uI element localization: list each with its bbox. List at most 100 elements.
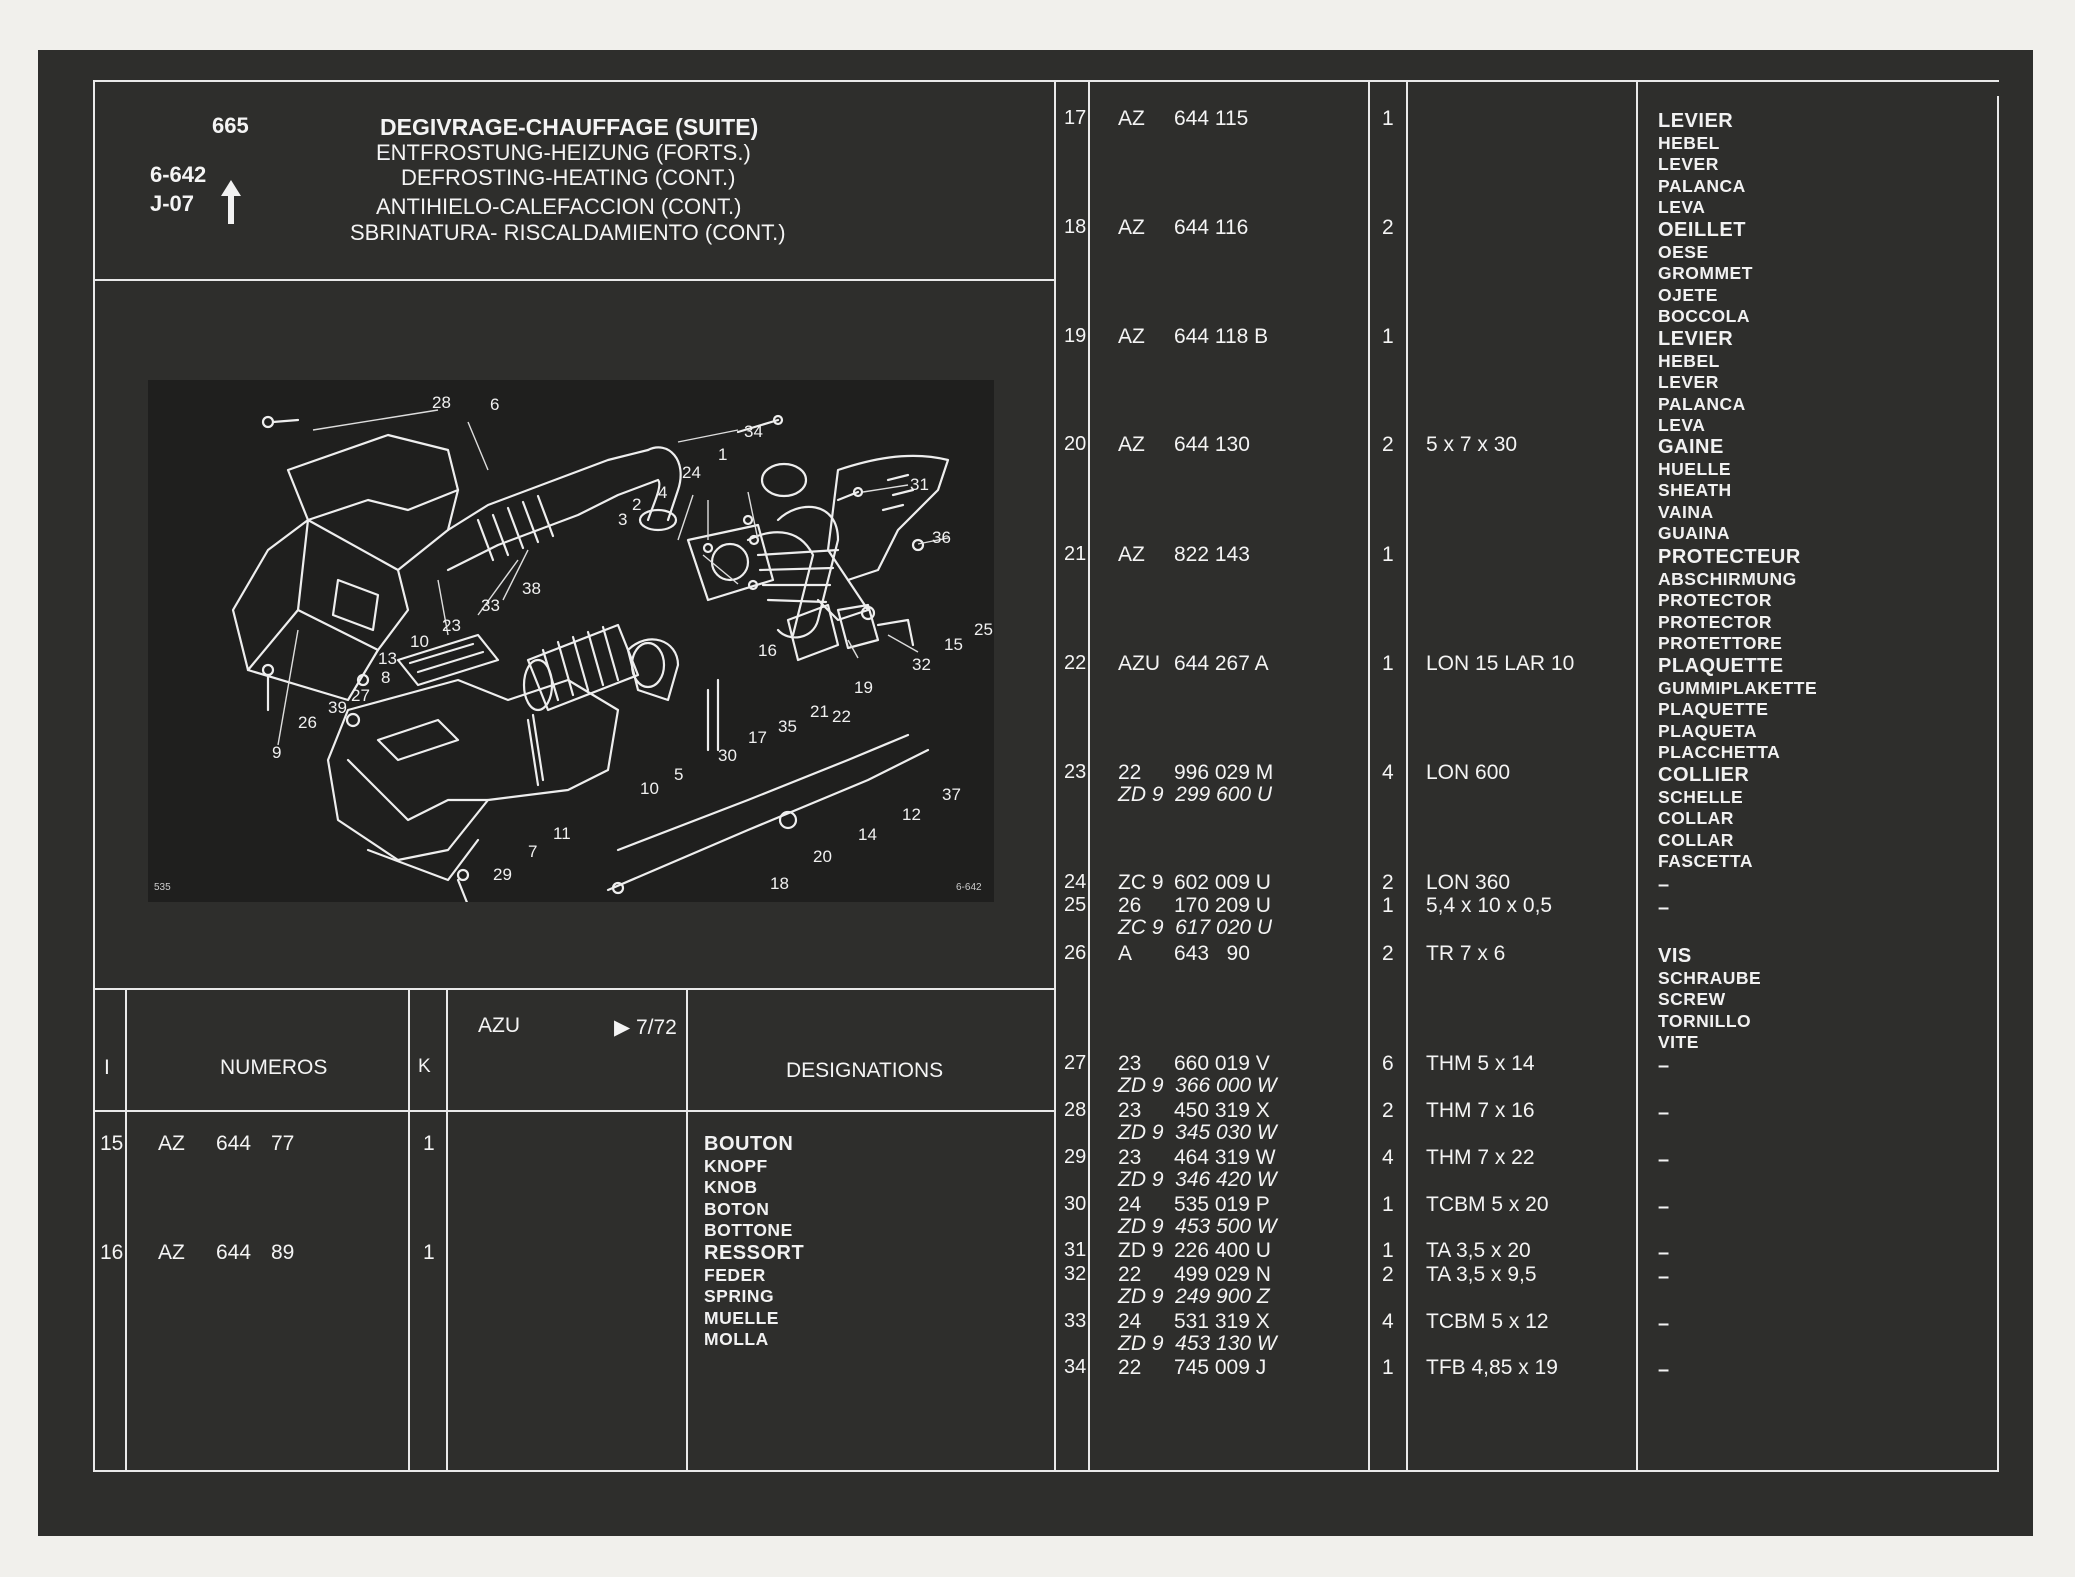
frame-bottom xyxy=(93,1470,1999,1472)
callout-37: 37 xyxy=(942,785,961,804)
designation-translation: BOTON xyxy=(704,1198,770,1219)
col-header-designations: DESIGNATIONS xyxy=(786,1059,944,1082)
designation-block: – xyxy=(1658,1313,1670,1336)
spec: LON 15 LAR 10 xyxy=(1426,652,1575,675)
designation-translation: PALANCA xyxy=(1658,393,1746,414)
part-prefix: 23 xyxy=(1118,1052,1142,1075)
designation-translation: HEBEL xyxy=(1658,350,1720,371)
part-prefix: AZ xyxy=(1118,543,1145,566)
part-prefix: AZU xyxy=(1118,652,1160,675)
callout-18: 18 xyxy=(770,874,789,893)
spec: LON 360 xyxy=(1426,871,1511,894)
designation-translation: OJETE xyxy=(1658,284,1718,305)
quantity: 4 xyxy=(1382,1310,1394,1333)
parts-catalog-sheet: 665 6-642 J-07 DEGIVRAGE-CHAUFFAGE (SUIT… xyxy=(38,50,2033,1536)
callout-9: 9 xyxy=(272,743,281,762)
designation-fr: – xyxy=(1658,1242,1670,1264)
designation-fr: RESSORT xyxy=(704,1242,805,1264)
up-arrow-icon xyxy=(220,180,242,224)
designation-translation: MUELLE xyxy=(704,1307,779,1328)
designation-block: – xyxy=(1658,1055,1670,1078)
part-number: 660 019 V xyxy=(1174,1052,1270,1075)
ref-code-1: 6-642 xyxy=(150,162,207,187)
designation-translation: GUAINA xyxy=(1658,523,1731,543)
designation-translation: GROMMET xyxy=(1658,263,1753,283)
left-col-k xyxy=(446,988,448,1472)
part-prefix: AZ xyxy=(1118,433,1145,456)
callout-12: 12 xyxy=(902,805,921,824)
designation-block: – xyxy=(1658,1359,1670,1382)
designation-translation: TORNILLO xyxy=(1658,1010,1752,1031)
spec: 5,4 x 10 x 0,5 xyxy=(1426,894,1553,917)
designation-fr: COLLIER xyxy=(1658,764,1750,786)
designation-translation: PROTETTORE xyxy=(1658,633,1783,653)
designation-translation: SCREW xyxy=(1658,989,1726,1009)
spec: THM 5 x 14 xyxy=(1426,1052,1535,1075)
part-prefix: 22 xyxy=(1118,761,1142,784)
designation-translation: BOTTONE xyxy=(704,1220,793,1240)
item-number: 25 xyxy=(1064,894,1087,916)
callout-34: 34 xyxy=(744,422,763,441)
part-number: 745 009 J xyxy=(1174,1356,1267,1379)
designation-fr: PROTECTEUR xyxy=(1658,546,1801,568)
quantity: 6 xyxy=(1382,1052,1394,1075)
part-prefix: 23 xyxy=(1118,1146,1142,1169)
diagram-drawing: 28 6 34 31 24 1 36 2 4 3 38 33 23 10 13 … xyxy=(154,393,993,902)
part-number: 602 009 U xyxy=(1174,871,1271,894)
part-number: 226 400 U xyxy=(1174,1239,1271,1262)
part-number: 644 115 xyxy=(1174,107,1249,130)
item-number: 21 xyxy=(1064,543,1087,565)
callout-32: 32 xyxy=(912,655,931,674)
diagram-code-left: 535 xyxy=(154,882,171,893)
part-prefix: AZ xyxy=(1118,216,1145,239)
callout-28: 28 xyxy=(432,393,451,412)
callout-38: 38 xyxy=(522,579,541,598)
callout-15: 15 xyxy=(944,635,963,654)
spec: THM 7 x 22 xyxy=(1426,1146,1535,1169)
part-prefix: AZ xyxy=(1118,107,1145,130)
callout-29: 29 xyxy=(493,865,512,884)
frame-left xyxy=(93,80,95,1472)
designation-translation: FEDER xyxy=(704,1264,766,1285)
part-number: 996 029 M xyxy=(1174,761,1274,784)
part-prefix: 24 xyxy=(1118,1193,1142,1216)
quantity: 1 xyxy=(423,1132,435,1155)
part-number: 644 118 B xyxy=(1174,325,1269,348)
designation-fr: – xyxy=(1658,1149,1670,1171)
callout-5: 5 xyxy=(674,765,683,784)
designation-translation: LEVER xyxy=(1658,372,1719,392)
title-fr: DEGIVRAGE-CHAUFFAGE (SUITE) xyxy=(380,114,759,140)
item-number: 31 xyxy=(1064,1239,1087,1261)
spec: THM 7 x 16 xyxy=(1426,1099,1535,1122)
callout-26: 26 xyxy=(298,713,317,732)
part-prefix: 22 xyxy=(1118,1356,1142,1379)
item-number: 34 xyxy=(1064,1356,1087,1378)
designation-translation: VITE xyxy=(1658,1032,1699,1052)
part-prefix: AZ xyxy=(158,1241,185,1264)
right-col-qty-b xyxy=(1406,80,1408,1472)
designation-translation: PLAQUETA xyxy=(1658,720,1757,741)
divider-table-top xyxy=(93,988,1056,990)
item-number: 19 xyxy=(1064,325,1087,347)
designation-fr: – xyxy=(1658,1196,1670,1218)
alt-part-number: ZD 9 346 420 W xyxy=(1118,1168,1277,1191)
col-header-azu: AZU xyxy=(478,1014,520,1037)
divider-header xyxy=(93,279,1056,281)
alt-part-number: ZD 9 299 600 U xyxy=(1118,783,1273,806)
item-number: 32 xyxy=(1064,1263,1087,1285)
part-prefix: AZ xyxy=(158,1132,185,1155)
designation-block: – xyxy=(1658,1149,1670,1172)
designation-translation: HUELLE xyxy=(1658,458,1731,479)
designation-fr: BOUTON xyxy=(704,1133,794,1155)
designation-fr: – xyxy=(1658,874,1670,896)
quantity: 1 xyxy=(1382,1193,1394,1216)
callout-36: 36 xyxy=(932,528,951,547)
part-prefix: A xyxy=(1118,942,1133,965)
quantity: 1 xyxy=(1382,652,1394,675)
designation-translation: COLLAR xyxy=(1658,829,1734,850)
quantity: 2 xyxy=(1382,1099,1394,1122)
spec: TCBM 5 x 20 xyxy=(1426,1193,1549,1216)
quantity: 2 xyxy=(1382,433,1394,456)
